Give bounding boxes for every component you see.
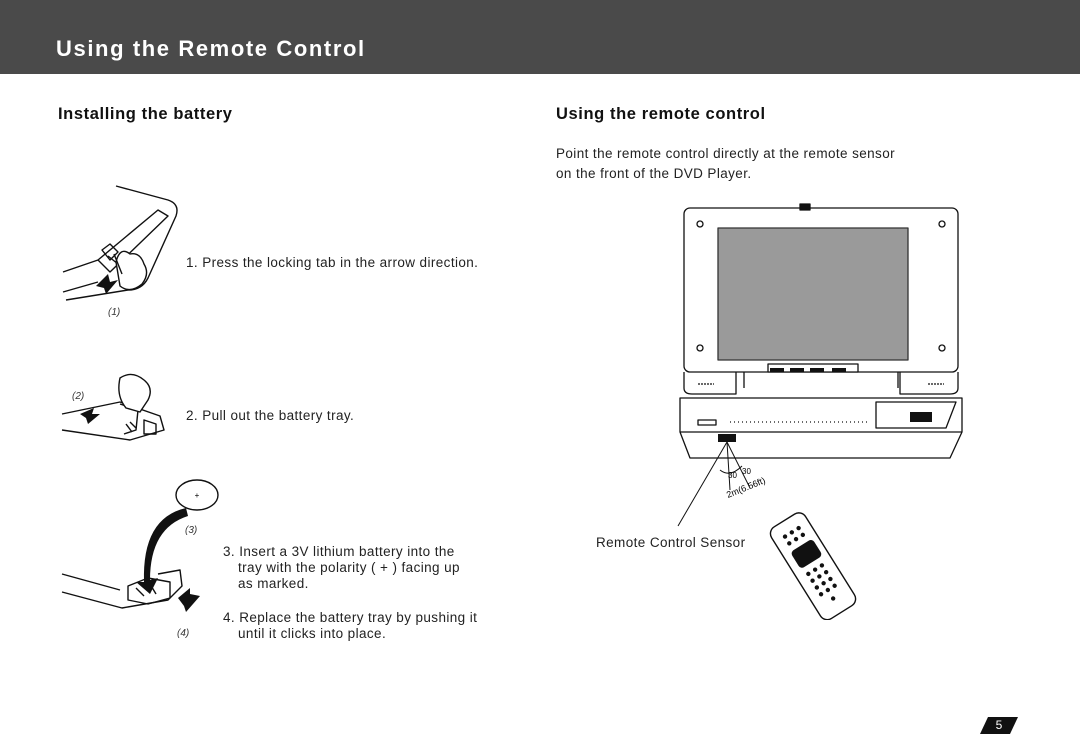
page-number: 5 (980, 717, 1018, 734)
angle-right-label: 30 (742, 467, 751, 476)
figure-insert-and-replace-battery: + (61, 479, 219, 612)
step-3-line-3: as marked. (238, 576, 309, 591)
remote-control-icon (769, 512, 857, 620)
angle-left-label: 30 (728, 471, 737, 480)
step-2-text: 2. Pull out the battery tray. (186, 408, 355, 423)
remote-instruction-line-1: Point the remote control directly at the… (556, 146, 896, 161)
figure-label-1: (1) (108, 307, 121, 318)
figure-label-2: (2) (72, 391, 85, 402)
installing-battery-heading: Installing the battery (58, 105, 233, 123)
figure-press-locking-tab (62, 185, 178, 301)
battery-plus-symbol: + (195, 491, 200, 500)
remote-instruction-line-2: on the front of the DVD Player. (556, 166, 752, 181)
step-1-text: 1. Press the locking tab in the arrow di… (186, 255, 479, 270)
step-4-line-2: until it clicks into place. (238, 626, 387, 641)
dvd-player-illustration: 30 30 2m(6.56ft) (677, 203, 963, 620)
step-3-line-1: 3. Insert a 3V lithium battery into the (223, 544, 455, 559)
figure-label-4: (4) (177, 628, 190, 639)
page-title: Using the Remote Control (56, 36, 366, 61)
remote-sensor-label: Remote Control Sensor (596, 535, 746, 550)
page-header-bar: Using the Remote Control (0, 0, 1080, 74)
step-4-line-1: 4. Replace the battery tray by pushing i… (223, 610, 478, 625)
figure-pull-battery-tray (61, 373, 165, 441)
figure-label-3: (3) (185, 525, 198, 536)
step-3-line-2: tray with the polarity ( + ) facing up (238, 560, 460, 575)
using-remote-heading: Using the remote control (556, 105, 766, 123)
